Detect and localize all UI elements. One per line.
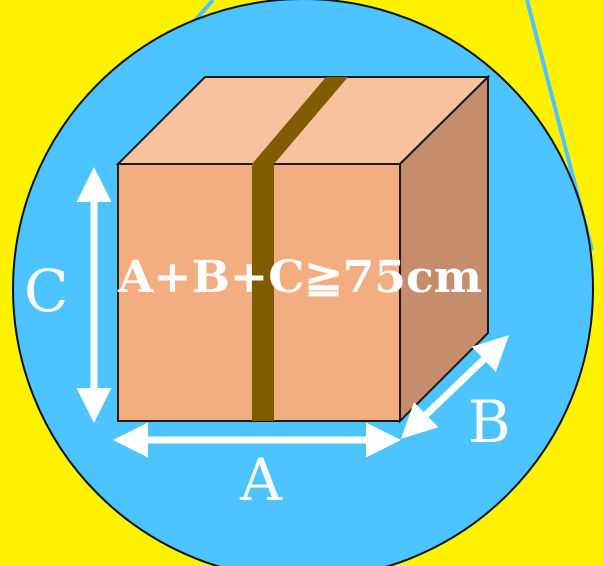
dimension-label-b: B <box>468 388 511 456</box>
dimension-arrow-b <box>400 335 510 439</box>
size-formula: A+B+C≧75cm <box>117 252 482 303</box>
tape-top <box>252 77 348 164</box>
tape-front <box>252 164 274 421</box>
dimension-label-a: A <box>239 446 283 514</box>
box-icon <box>115 74 491 424</box>
dimension-label-c: C <box>24 257 68 325</box>
